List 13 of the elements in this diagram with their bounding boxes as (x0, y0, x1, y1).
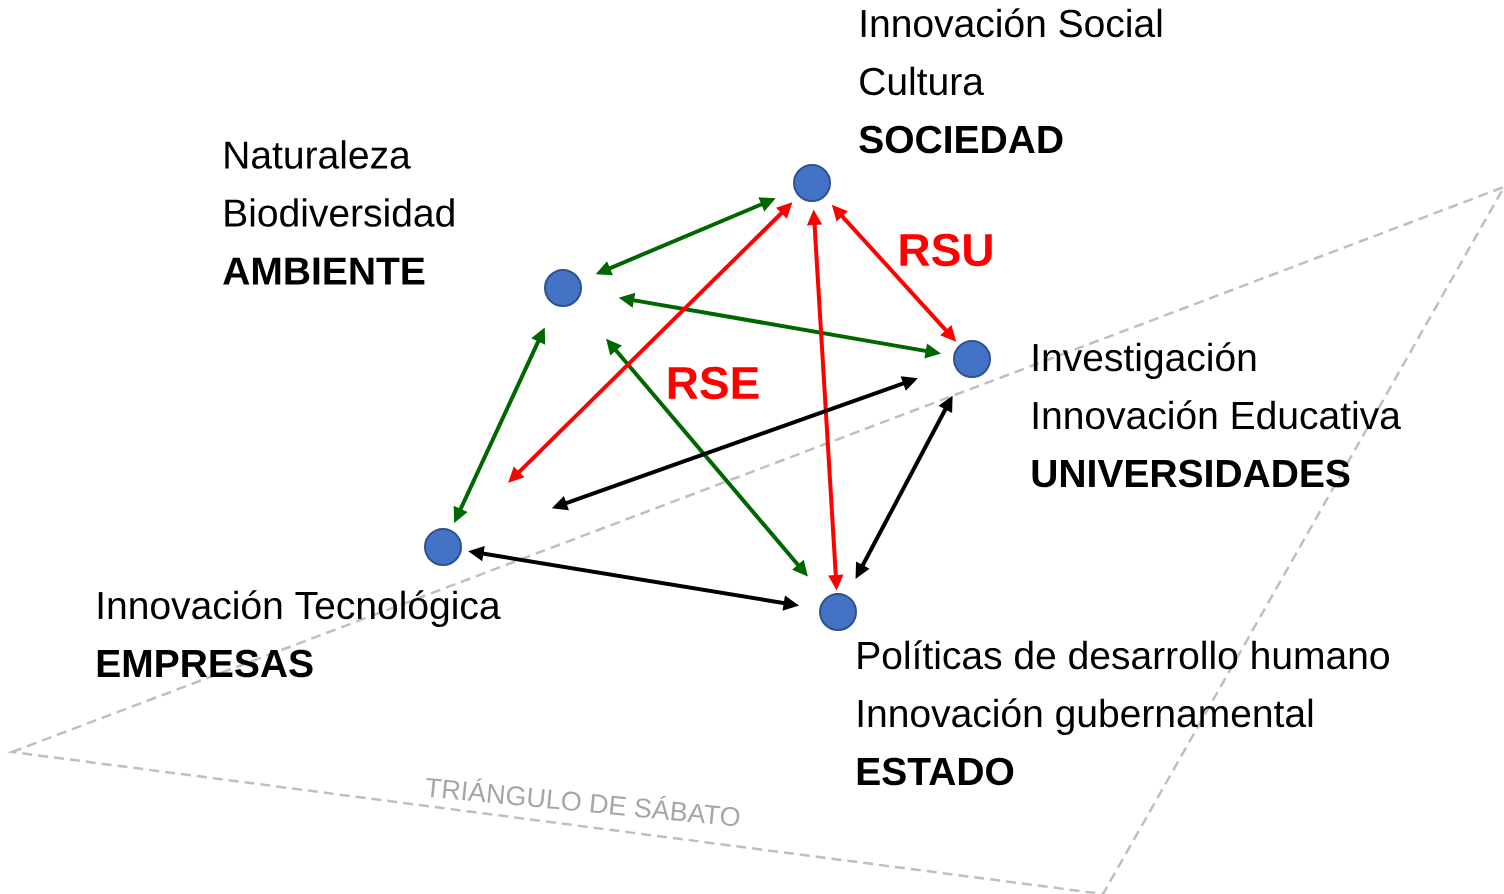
triangle-label: TRIÁNGULO DE SÁBATO (426, 777, 740, 827)
node-caption: Innovación Tecnológica EMPRESAS (97, 590, 501, 678)
edge-label: RSE (663, 364, 763, 402)
node-caption: Innovación Social Cultura SOCIEDAD (859, 8, 1162, 154)
edge-label: RSU (895, 231, 997, 269)
dot (544, 269, 582, 307)
dot (819, 593, 857, 631)
node-caption: Naturaleza Biodiversidad AMBIENTE (223, 140, 454, 285)
dot (953, 340, 991, 378)
dot (793, 164, 831, 202)
dot (424, 528, 462, 566)
node-caption: Investigación Innovación Educativa UNIVERSIDADES (1032, 342, 1401, 488)
node-caption: Políticas de desarrollo humano Innovación gubernamental ESTADO (857, 640, 1389, 786)
